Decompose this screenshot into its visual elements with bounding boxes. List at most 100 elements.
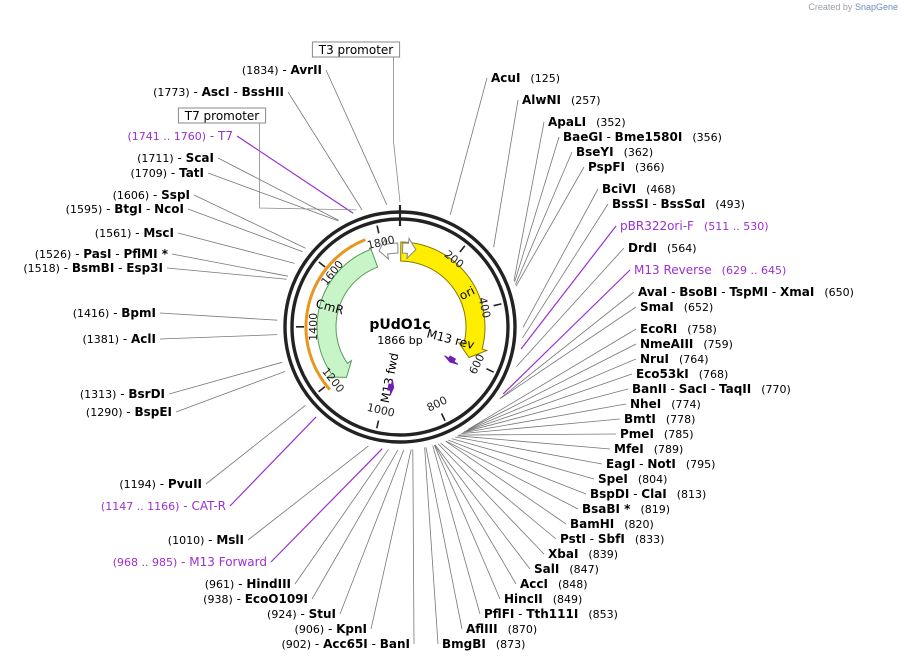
site-position: (758) <box>687 323 717 336</box>
site-label-bmti: BmtI(778) <box>624 412 695 426</box>
tick-mark <box>377 226 379 234</box>
enzyme-label: (1518) - BsmBI - Esp3I <box>23 261 163 275</box>
site-position: (1773) <box>153 86 190 99</box>
site-name: BmtI <box>624 412 656 426</box>
site-name: AcuI <box>491 71 520 85</box>
site-position: (770) <box>761 383 791 396</box>
site-label-bsrdi: (1313) - BsrDI <box>80 387 165 401</box>
enzyme-label: PspFI(366) <box>588 160 665 174</box>
promoter-label-box: T7 promoter <box>178 108 265 123</box>
site-position: (839) <box>588 548 618 561</box>
site-name: BciVI <box>602 182 636 196</box>
site-label-avai: AvaI - BsoBI - TspMI - XmaI(650) <box>638 285 854 299</box>
m13-fwd-label: M13 fwd <box>378 352 401 405</box>
leader-line <box>425 447 438 644</box>
site-label-acui: AcuI(125) <box>491 71 560 85</box>
site-position: (1595) <box>66 203 103 216</box>
leader-line <box>230 417 316 506</box>
site-label-t7: (1741 .. 1760) - T7 <box>128 129 234 143</box>
site-label-bsmbi: (1518) - BsmBI - Esp3I <box>23 261 163 275</box>
site-position: (764) <box>679 353 709 366</box>
site-name: AvrII <box>290 63 322 77</box>
site-name: HincII <box>504 592 543 606</box>
site-name: MslI <box>216 533 244 547</box>
feature-label: M13 Reverse(629 .. 645) <box>634 263 786 277</box>
site-name: Acc65I <box>323 637 368 651</box>
enzyme-label: BseYI(362) <box>576 145 653 159</box>
site-name: EagI <box>606 457 635 471</box>
enzyme-label: AccI(848) <box>520 577 588 591</box>
tick-mark <box>486 369 493 372</box>
enzyme-label: BmtI(778) <box>624 412 695 426</box>
leader-line <box>434 445 500 599</box>
site-label-pasi: (1526) - PasI - PflMI * <box>35 247 169 261</box>
enzyme-label: (1709) - TatI <box>131 166 204 180</box>
site-position: (650) <box>824 286 854 299</box>
enzyme-label: (1194) - PvuII <box>119 477 202 491</box>
site-name: SacI <box>679 382 707 396</box>
tick-label: 800 <box>425 394 450 415</box>
enzyme-label: (924) - StuI <box>267 607 336 621</box>
enzyme-label: (906) - KpnI <box>295 622 367 636</box>
site-name: Esp3I <box>126 261 163 275</box>
site-position: (352) <box>596 116 626 129</box>
site-position: (257) <box>571 94 601 107</box>
site-label-nmeaiii: NmeAIII (759) <box>640 337 733 351</box>
plasmid-length: 1866 bp <box>377 334 422 347</box>
leader-line <box>176 371 285 412</box>
site-label-bspdi: BspDI - ClaI(813) <box>590 487 706 501</box>
feature-label: (968 .. 985) - M13 Forward <box>113 555 267 569</box>
site-position: (759) <box>703 338 733 351</box>
site-name: BssHII <box>242 85 284 99</box>
site-name: BpmI <box>121 306 156 320</box>
site-position: (968 .. 985) <box>113 556 178 569</box>
site-position: (789) <box>654 443 684 456</box>
site-label-afliii: AflIII(870) <box>466 622 537 636</box>
enzyme-label: BspDI - ClaI(813) <box>590 487 706 501</box>
site-label-hindiii: (961) - HindIII <box>205 577 291 591</box>
enzyme-label: (902) - Acc65I - BanI <box>282 637 410 651</box>
site-name: BanI <box>380 637 410 651</box>
enzyme-label: PflFI - Tth111I(853) <box>484 607 618 621</box>
tick-mark <box>377 421 379 429</box>
site-name: PflFI <box>484 607 514 621</box>
site-label-eagi: EagI - NotI(795) <box>606 457 715 471</box>
site-name: pBR322ori-F <box>620 219 694 233</box>
site-name: SalI <box>534 562 559 576</box>
site-position: (1834) <box>242 64 279 77</box>
enzyme-label: NruI(764) <box>640 352 709 366</box>
site-label-pflfi: PflFI - Tth111I(853) <box>484 607 618 621</box>
site-label-nhei: NheI(774) <box>630 397 701 411</box>
site-label-nrui: NruI(764) <box>640 352 709 366</box>
site-label-drdi: DrdI(564) <box>628 241 697 255</box>
site-name: EcoRI <box>640 322 677 336</box>
site-label-smai: SmaI(652) <box>640 300 713 314</box>
leader-line <box>441 443 556 539</box>
enzyme-label: (1773) - AscI - BssHII <box>153 85 284 99</box>
site-label-eco53ki: Eco53kI(768) <box>636 367 728 381</box>
site-name: NmeAIII <box>640 337 693 351</box>
leader-line <box>295 449 388 584</box>
leader-line <box>516 248 624 367</box>
site-position: (961) <box>205 578 235 591</box>
site-position: (849) <box>553 593 583 606</box>
site-name: DrdI <box>628 241 657 255</box>
enzyme-label: (938) - EcoO109I <box>203 592 308 606</box>
site-position: (833) <box>635 533 665 546</box>
site-label-alwni: AlwNI(257) <box>522 93 601 107</box>
tick-mark <box>442 414 445 421</box>
site-name: PmeI <box>620 427 654 441</box>
site-name: M13 Reverse <box>634 263 712 277</box>
enzyme-label: AlwNI(257) <box>522 93 601 107</box>
tick-mark <box>319 262 325 267</box>
enzyme-label: AcuI(125) <box>491 71 560 85</box>
site-name: AclI <box>131 332 156 346</box>
enzyme-label: BaeGI - Bme1580I(356) <box>563 130 722 144</box>
site-position: (1711) <box>137 152 174 165</box>
leader-line <box>208 173 338 221</box>
enzyme-label: SpeI(804) <box>598 472 667 486</box>
site-name: ApaLI <box>548 115 586 129</box>
site-name: AscI <box>202 85 230 99</box>
site-position: (924) <box>267 608 297 621</box>
site-name: PspFI <box>588 160 625 174</box>
